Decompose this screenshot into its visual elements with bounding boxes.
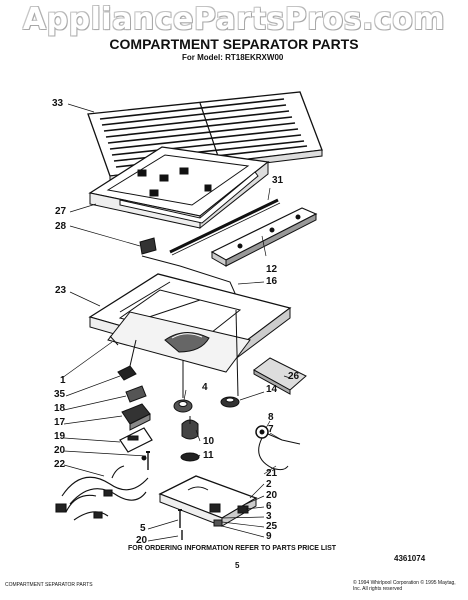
page-title: COMPARTMENT SEPARATOR PARTS — [109, 36, 359, 52]
model-number: For Model: RT18EKRXW00 — [182, 53, 284, 62]
callout-1: 1 — [60, 375, 66, 386]
callout-4: 4 — [202, 382, 208, 393]
part-14-grommet — [221, 310, 239, 407]
callout-10: 10 — [203, 436, 215, 447]
callout-8: 8 — [268, 412, 274, 423]
callout-20-a: 20 — [54, 445, 66, 456]
page-number: 5 — [235, 561, 240, 570]
callout-19: 19 — [54, 431, 66, 442]
callout-2: 2 — [266, 479, 272, 490]
callout-22: 22 — [54, 459, 66, 470]
part-8-socket — [256, 426, 300, 444]
callout-26: 26 — [288, 371, 300, 382]
part-12-bracket — [212, 208, 316, 266]
callout-12: 12 — [266, 264, 278, 275]
part-22-wiring-harness — [56, 466, 148, 520]
callout-7: 7 — [268, 424, 274, 435]
footer-small-print: COMPARTMENT SEPARATOR PARTS — [5, 582, 93, 588]
callout-21: 21 — [266, 468, 278, 479]
callout-16: 16 — [266, 276, 278, 287]
part-23-separator-panel — [90, 274, 290, 372]
callout-20-c: 20 — [136, 535, 148, 546]
callout-3: 3 — [266, 511, 272, 522]
part-19-cover — [120, 428, 152, 460]
copyright-notice: © 1994 Whirlpool Corporation © 1995 Mayt… — [353, 580, 456, 592]
callout-11: 11 — [203, 450, 214, 461]
part-31-rod — [170, 200, 280, 255]
part-35-knob — [118, 340, 136, 380]
part-28-clip — [140, 238, 156, 254]
part-26-insulation — [254, 358, 306, 394]
part-21-wire — [259, 438, 288, 470]
part-5-screw — [178, 510, 182, 528]
part-16-wire — [142, 256, 238, 300]
part-27-frame — [90, 147, 268, 228]
callout-20-b: 20 — [266, 490, 278, 501]
part-10-fan-motor — [182, 416, 198, 439]
callout-5: 5 — [140, 523, 146, 534]
callout-23: 23 — [55, 285, 67, 296]
part-18-housing — [126, 386, 146, 402]
callout-27: 27 — [55, 206, 67, 217]
part-17-control — [122, 404, 150, 430]
part-4-damper — [174, 360, 192, 412]
part-11-fan-blade — [181, 453, 199, 461]
callout-28: 28 — [55, 221, 67, 232]
ordering-info-note: FOR ORDERING INFORMATION REFER TO PARTS … — [128, 545, 337, 552]
watermark-logo: AppliancePartsPros.com — [22, 2, 446, 37]
callout-9: 9 — [266, 531, 272, 542]
callout-6: 6 — [266, 501, 272, 512]
callout-18: 18 — [54, 403, 66, 414]
part-20-screw — [146, 452, 150, 470]
callout-25: 25 — [266, 521, 278, 532]
callout-35: 35 — [54, 389, 66, 400]
part-25-terminal — [214, 520, 222, 526]
callout-31: 31 — [272, 175, 284, 186]
leader-lines — [62, 104, 290, 541]
callout-17: 17 — [54, 417, 66, 428]
callout-14: 14 — [266, 384, 278, 395]
part-2-housing — [160, 476, 256, 526]
callout-33: 33 — [52, 98, 64, 109]
part-6-connector — [238, 506, 248, 513]
document-part-number: 4361074 — [394, 554, 426, 563]
